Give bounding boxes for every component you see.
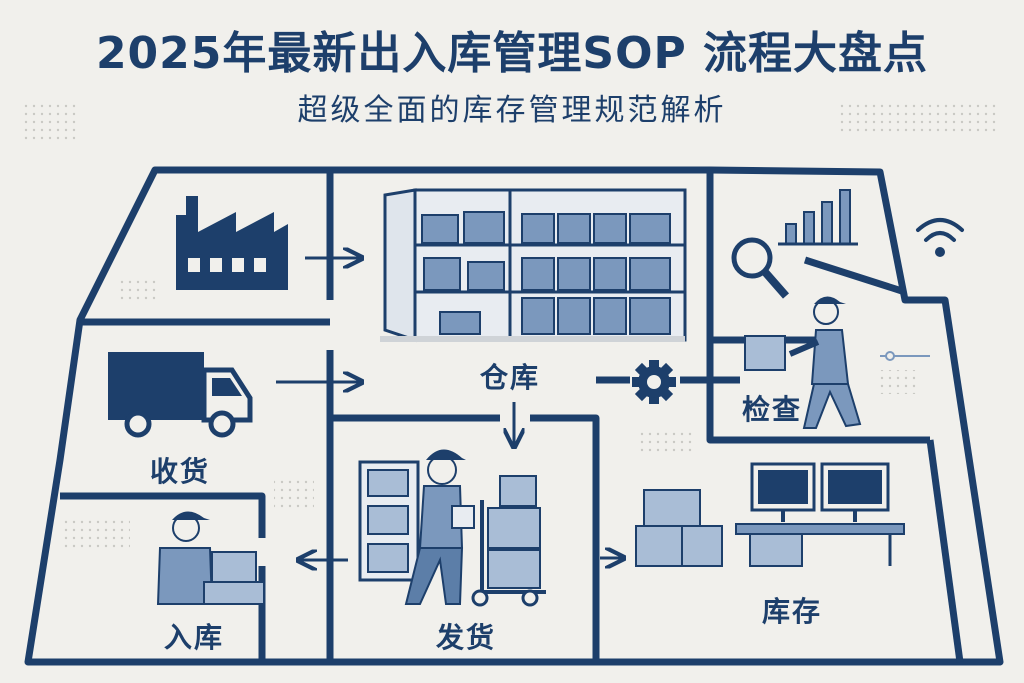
cart-icon (471, 475, 546, 607)
page-title: 2025年最新出入库管理SOP 流程大盘点 (95, 28, 929, 79)
zone-label-warehouse: 仓库 (480, 361, 541, 394)
inbound-worker-icon (156, 511, 265, 605)
page-subtitle: 超级全面的库存管理规范解析 (297, 93, 727, 128)
computer-icon (735, 462, 905, 567)
truck-icon (108, 352, 253, 438)
wifi-icon (916, 218, 964, 257)
factory-icon (176, 196, 288, 290)
inspection-worker-icon (744, 296, 862, 429)
shipping-shelf-icon (358, 460, 420, 582)
shipping-worker-icon (404, 449, 475, 605)
gear-icon (632, 360, 676, 404)
zone-label-receiving: 收货 (150, 455, 211, 488)
flow-arrows (276, 258, 622, 560)
boxes-icon (635, 489, 723, 567)
slider-decoration (880, 351, 930, 361)
bar-chart-icon (778, 189, 858, 246)
zone-label-inspection: 检查 (742, 393, 803, 426)
zone-label-inventory: 库存 (762, 595, 823, 628)
warehouse-shelf-icon (380, 188, 687, 343)
zone-label-inbound: 入库 (164, 621, 225, 654)
zone-label-shipping: 发货 (436, 621, 497, 654)
magnifier-icon (731, 237, 790, 299)
dot-decorations (24, 100, 998, 548)
